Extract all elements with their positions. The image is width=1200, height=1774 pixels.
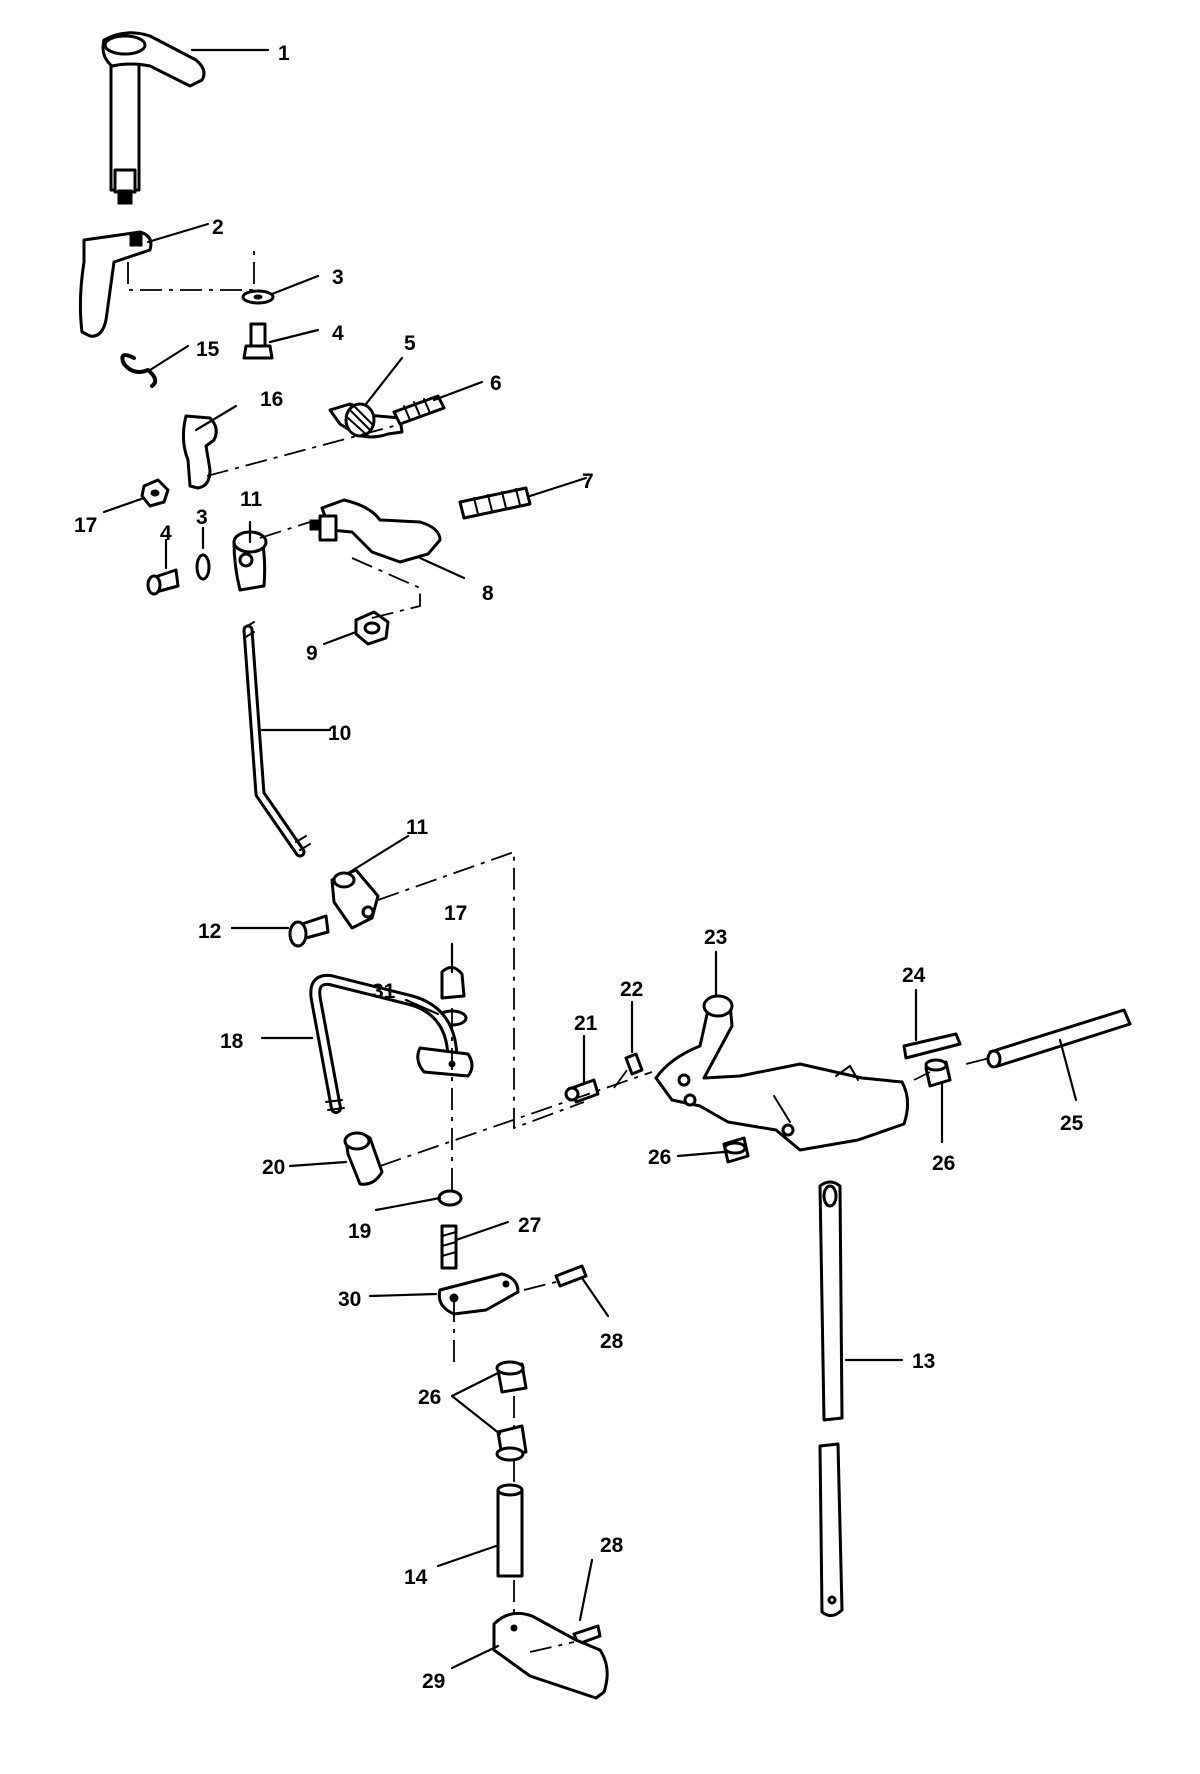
callout-22: 22 [620, 978, 643, 1001]
leader-lines [102, 48, 1078, 1670]
part-3-washer-upper [241, 289, 275, 305]
callout-7: 7 [582, 470, 594, 493]
callout-2: 2 [212, 216, 224, 239]
part-13-link-strap [818, 1180, 844, 1617]
callout-20: 20 [262, 1156, 285, 1179]
part-24-pin [902, 1032, 962, 1060]
part-4-screw-upper [242, 322, 274, 360]
callout-11: 11 [406, 816, 429, 839]
part-19-washer [437, 1189, 463, 1207]
part-8-arm [309, 498, 442, 564]
callout-17: 17 [74, 514, 97, 537]
callout-15: 15 [196, 338, 220, 361]
callout-26: 26 [648, 1146, 671, 1169]
callout-12: 12 [198, 920, 221, 943]
part-9-nut [354, 610, 390, 646]
callout-1: 1 [278, 42, 290, 65]
callout-17: 17 [444, 902, 467, 925]
callout-4: 4 [160, 522, 172, 545]
callout-14: 14 [404, 1566, 428, 1589]
part-7-stud [458, 486, 532, 520]
part-2-shift-lever [78, 230, 153, 338]
callout-11: 11 [240, 488, 263, 511]
callout-21: 21 [574, 1012, 598, 1035]
callout-13: 13 [912, 1350, 935, 1373]
part-27-stud [440, 1224, 458, 1270]
part-30-lever [437, 1272, 520, 1316]
part-5-spring [328, 402, 404, 439]
callout-8: 8 [482, 582, 494, 605]
part-17-nut-upper [140, 478, 170, 508]
part-21-screw [564, 1078, 600, 1104]
part-11-ball-joint-lower [330, 868, 380, 930]
part-17-nut-lower [440, 966, 466, 1000]
callout-24: 24 [902, 964, 926, 987]
callout-18: 18 [220, 1030, 244, 1053]
callout-4: 4 [332, 322, 344, 345]
part-1-shift-shaft [101, 31, 206, 205]
callout-9: 9 [306, 642, 318, 665]
callout-28: 28 [600, 1534, 624, 1557]
callout-28: 28 [600, 1330, 624, 1353]
part-29-lever [492, 1611, 609, 1700]
callout-10: 10 [328, 722, 351, 745]
callout-3: 3 [332, 266, 344, 289]
part-25-shaft [986, 1008, 1132, 1069]
part-18-bent-rod [309, 973, 474, 1114]
callout-3: 3 [196, 506, 208, 529]
callout-19: 19 [348, 1220, 371, 1243]
callout-29: 29 [422, 1670, 445, 1693]
part-10-link-rod [242, 621, 311, 858]
callout-labels: 1 2 3 4 5 6 15 16 17 11 4 3 7 8 9 10 11 … [74, 42, 1084, 1693]
callout-23: 23 [704, 926, 727, 949]
part-12-bolt [288, 914, 330, 948]
callout-26: 26 [932, 1152, 955, 1175]
part-26-bushing-right [924, 1058, 952, 1088]
part-26-bushing-mid [722, 1136, 750, 1164]
callout-25: 25 [1060, 1112, 1084, 1135]
callout-27: 27 [518, 1214, 541, 1237]
callout-16: 16 [260, 388, 283, 411]
part-26-bushing-upper [495, 1360, 528, 1394]
part-28-pin-upper [554, 1264, 588, 1288]
part-20-sleeve [343, 1131, 384, 1186]
assembly-lines [127, 244, 991, 1653]
part-23-shift-arm [654, 994, 909, 1152]
part-26-bushing-lower [495, 1424, 528, 1462]
callout-26: 26 [418, 1386, 441, 1409]
part-22-spring [624, 1052, 644, 1076]
part-3-washer-lower [195, 553, 211, 581]
callout-31: 31 [372, 980, 396, 1003]
part-14-pin-shaft [496, 1483, 524, 1578]
part-16-bracket [181, 414, 218, 490]
part-4-screw-lower [146, 568, 180, 596]
part-6-stud [392, 394, 446, 426]
callout-30: 30 [338, 1288, 361, 1311]
callout-6: 6 [490, 372, 502, 395]
callout-5: 5 [404, 332, 416, 355]
part-15-clip [120, 353, 158, 388]
